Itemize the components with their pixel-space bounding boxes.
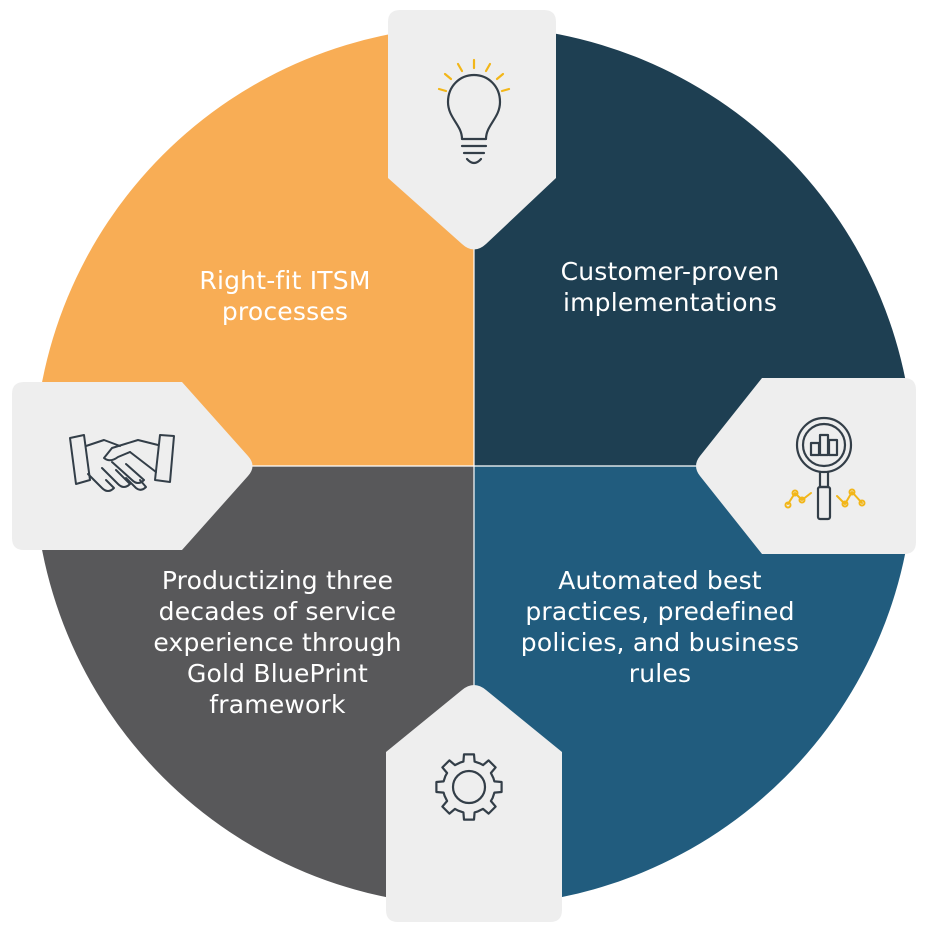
label-line: Productizing three xyxy=(161,566,394,595)
label-line: experience through xyxy=(153,628,402,657)
handshake-icon xyxy=(69,434,175,492)
label-line: policies, and business xyxy=(520,628,800,657)
arrow-bottom xyxy=(386,685,562,922)
quadrant-label-top-right: Customer-proven implementations xyxy=(525,256,815,318)
quadrant-label-bottom-left: Productizing three decades of service ex… xyxy=(125,565,430,720)
label-line: practices, predefined xyxy=(525,597,795,626)
label-line: Right-fit ITSM xyxy=(199,266,371,295)
label-line: decades of service xyxy=(158,597,397,626)
gear-icon xyxy=(435,753,503,821)
label-line: processes xyxy=(221,297,349,326)
arrow-left xyxy=(12,382,253,550)
quadrant-label-top-left: Right-fit ITSM processes xyxy=(170,265,400,327)
quadrant-label-bottom-right: Automated best practices, predefined pol… xyxy=(495,565,825,689)
label-line: rules xyxy=(628,659,692,688)
label-line: framework xyxy=(209,690,346,719)
label-line: Automated best xyxy=(558,566,762,595)
arrow-top xyxy=(388,10,556,250)
label-line: Gold BluePrint xyxy=(186,659,369,688)
magnifier-analytics-icon xyxy=(784,416,866,521)
lightbulb-icon xyxy=(437,58,511,165)
label-line: Customer-proven xyxy=(560,257,780,286)
label-line: implementations xyxy=(562,288,778,317)
